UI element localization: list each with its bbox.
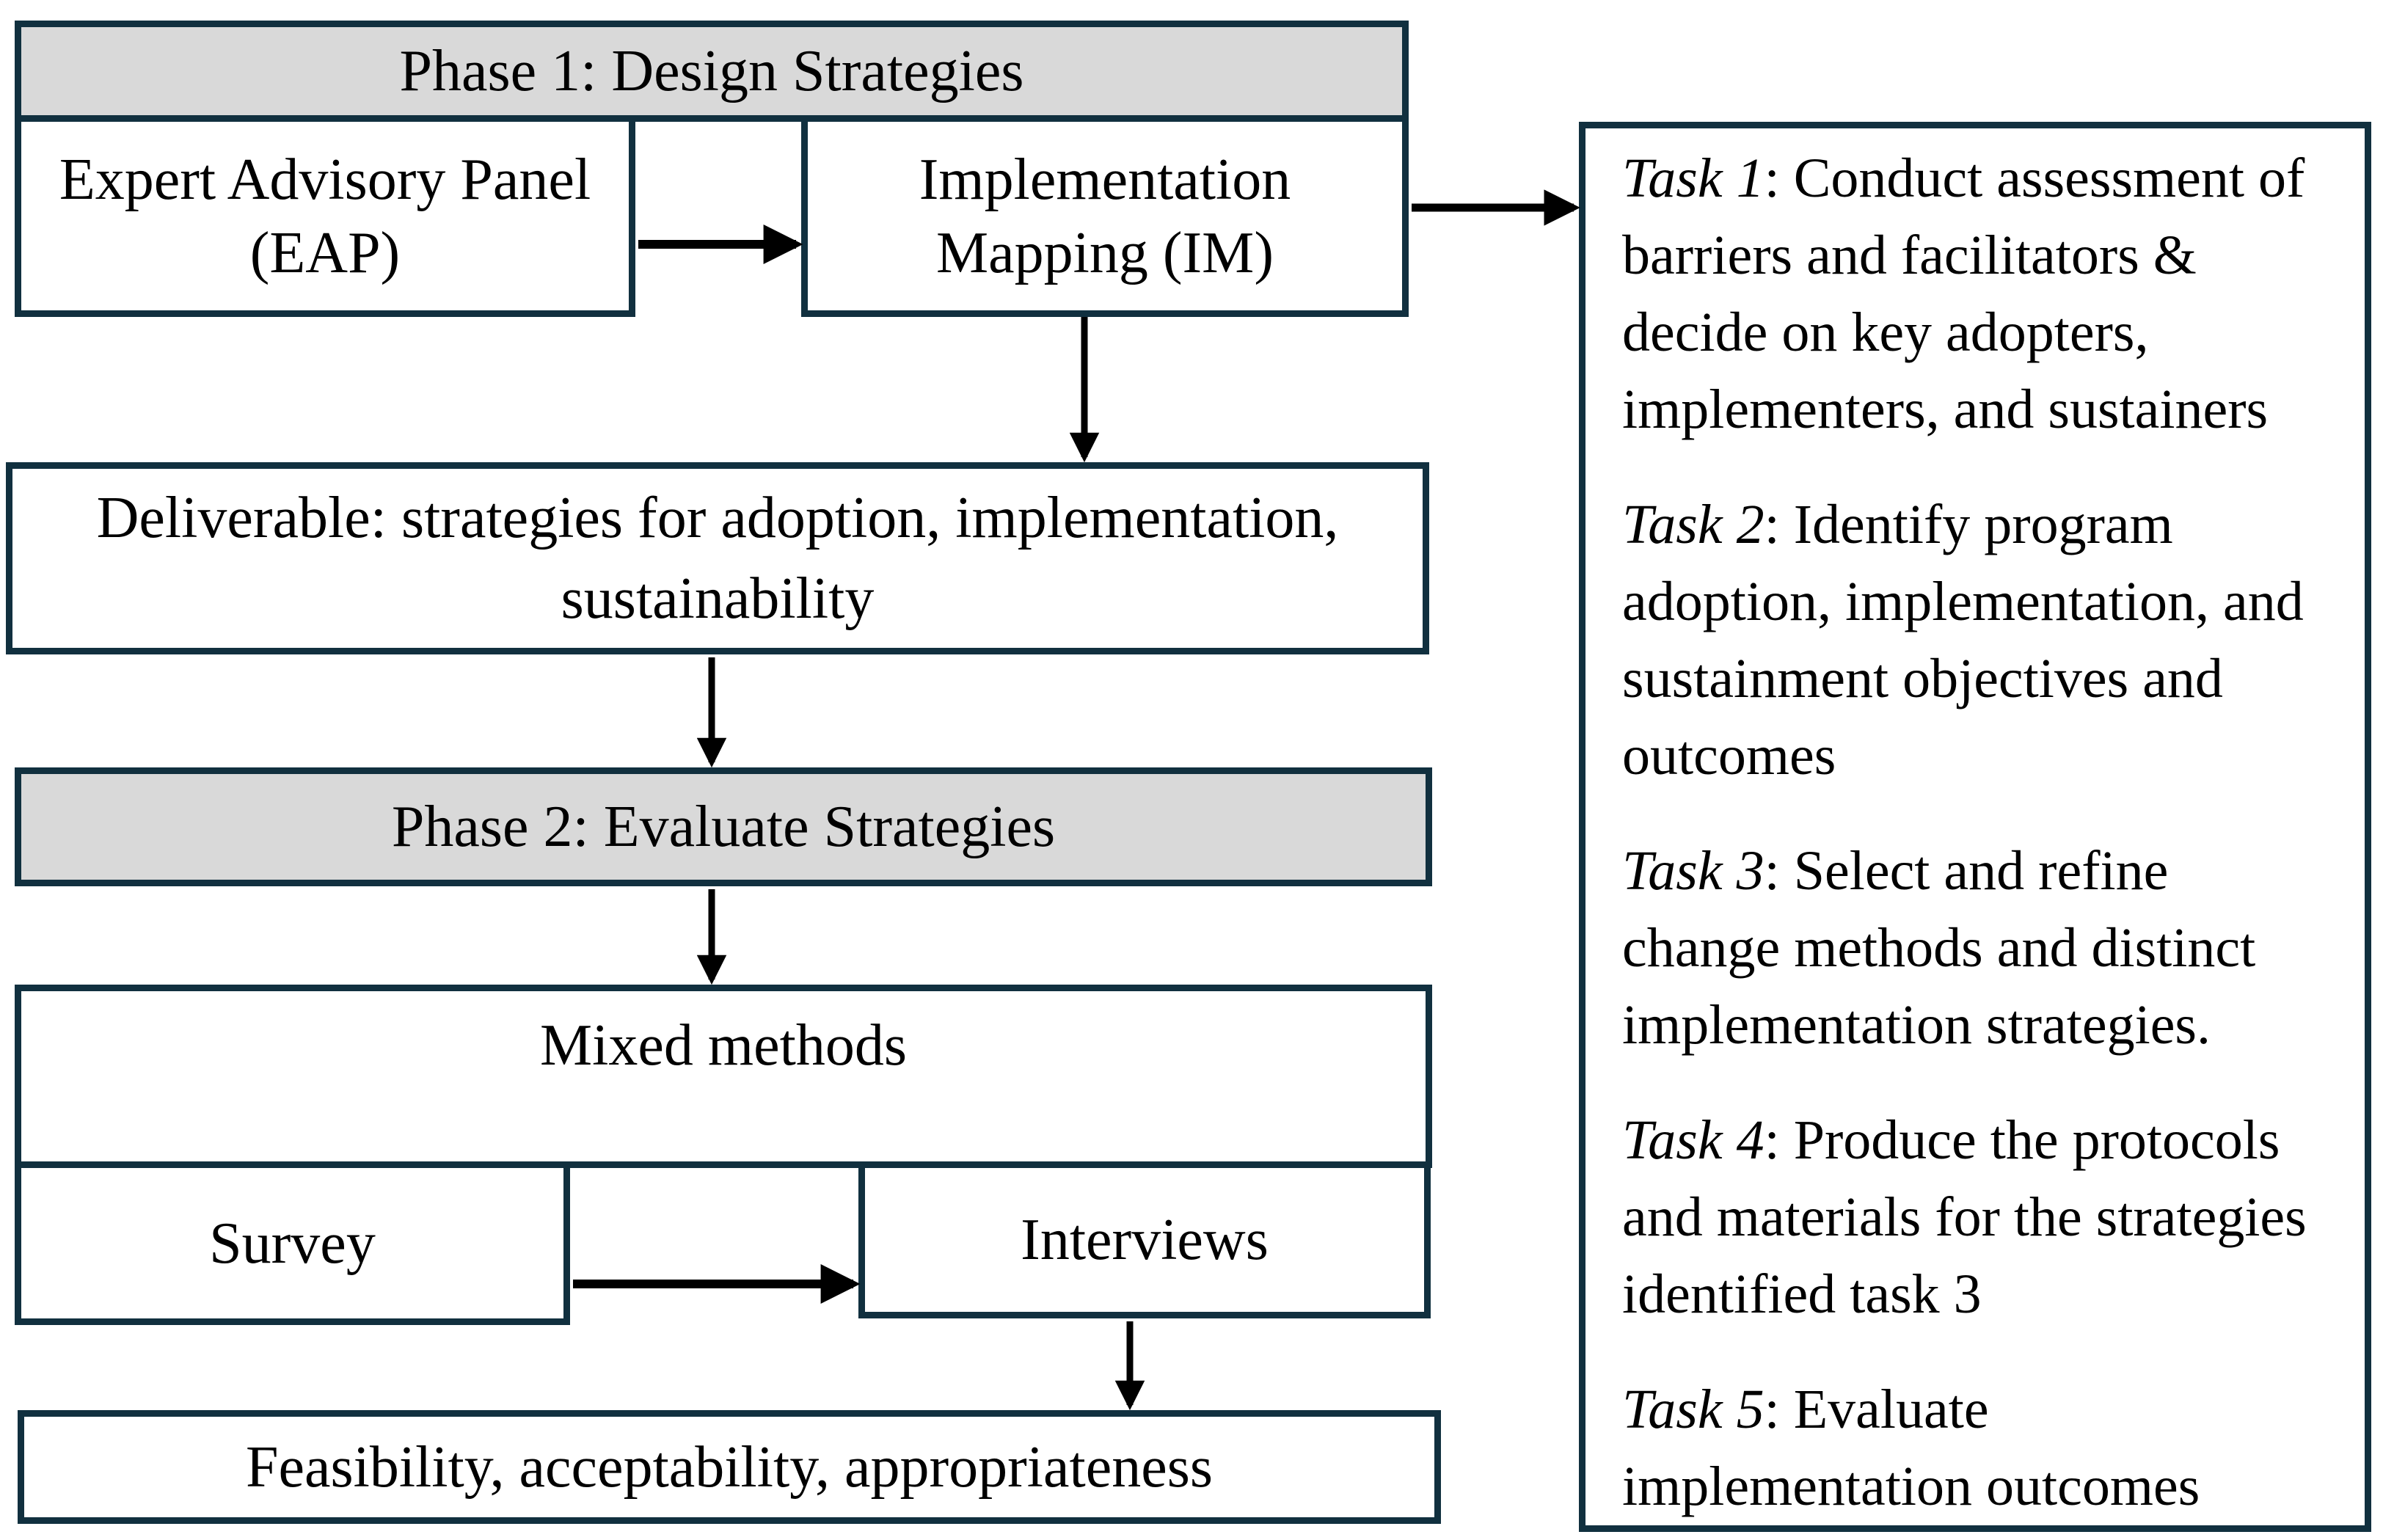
task-line: implementation outcomes (1622, 1456, 2200, 1517)
phase2-header-label: Phase 2: Evaluate Strategies (391, 795, 1056, 859)
task-line: implementers, and sustainers (1622, 379, 2269, 440)
phase2-header-box: Phase 2: Evaluate Strategies (15, 767, 1432, 886)
task-label: Task 3 (1622, 840, 1765, 902)
survey-label: Survey (209, 1211, 376, 1276)
task-line: identified task 3 (1622, 1263, 1982, 1325)
task-line: implementation strategies. (1622, 994, 2211, 1056)
task-label: Task 1 (1622, 147, 1765, 209)
im-label-line2: Mapping (IM) (936, 220, 1274, 285)
eap-label-line2: (EAP) (249, 220, 401, 285)
task-line: change methods and distinct (1622, 917, 2256, 979)
task-line: decide on key adopters, (1622, 302, 2149, 363)
phase1-header-box: Phase 1: Design Strategies (15, 21, 1409, 122)
interviews-label: Interviews (1021, 1208, 1269, 1272)
task-item: Task 3: Select and refine change methods … (1622, 833, 2343, 1064)
task-label: Task 5 (1622, 1379, 1765, 1440)
task-line: sustainment objectives and (1622, 648, 2223, 709)
task-list: Task 1: Conduct assessment of barriers an… (1622, 140, 2343, 1525)
im-box: Implementation Mapping (IM) (801, 115, 1409, 317)
task-line: barriers and facilitators & (1622, 225, 2197, 286)
task-first-line: Task 4: Produce the protocols (1622, 1109, 2280, 1171)
task-line: and materials for the strategies (1622, 1186, 2307, 1248)
eap-box: Expert Advisory Panel (EAP) (15, 115, 635, 317)
task-first-line: Task 1: Conduct assessment of (1622, 147, 2305, 209)
mixed-methods-box: Mixed methods (15, 985, 1432, 1168)
survey-box: Survey (15, 1161, 570, 1325)
task-item: Task 2: Identify program adoption, implem… (1622, 486, 2343, 795)
phase1-header-label: Phase 1: Design Strategies (399, 39, 1024, 103)
task-first-line: Task 5: Evaluate (1622, 1379, 1989, 1440)
deliverable-line2: sustainability (561, 566, 875, 631)
task-item: Task 1: Conduct assessment of barriers an… (1622, 140, 2343, 448)
task-label: Task 2 (1622, 494, 1765, 555)
task-line: adoption, implementation, and (1622, 571, 2304, 632)
im-label-line1: Implementation (919, 147, 1291, 212)
task-item: Task 4: Produce the protocols and materia… (1622, 1102, 2343, 1333)
task-first-line: Task 3: Select and refine (1622, 840, 2169, 902)
task-label: Task 4 (1622, 1109, 1765, 1171)
feasibility-label: Feasibility, acceptability, appropriaten… (245, 1434, 1214, 1500)
task-line: outcomes (1622, 725, 1836, 787)
feasibility-box: Feasibility, acceptability, appropriaten… (18, 1410, 1441, 1524)
tasks-panel: Task 1: Conduct assessment of barriers an… (1579, 122, 2371, 1532)
task-first-line: Task 2: Identify program (1622, 494, 2173, 555)
deliverable-box: Deliverable: strategies for adoption, im… (6, 462, 1429, 654)
mixed-methods-label: Mixed methods (540, 1013, 907, 1078)
eap-label-line1: Expert Advisory Panel (59, 147, 591, 212)
interviews-box: Interviews (858, 1161, 1431, 1318)
deliverable-line1: Deliverable: strategies for adoption, im… (96, 486, 1339, 550)
task-item: Task 5: Evaluate implementation outcomes (1622, 1371, 2343, 1525)
